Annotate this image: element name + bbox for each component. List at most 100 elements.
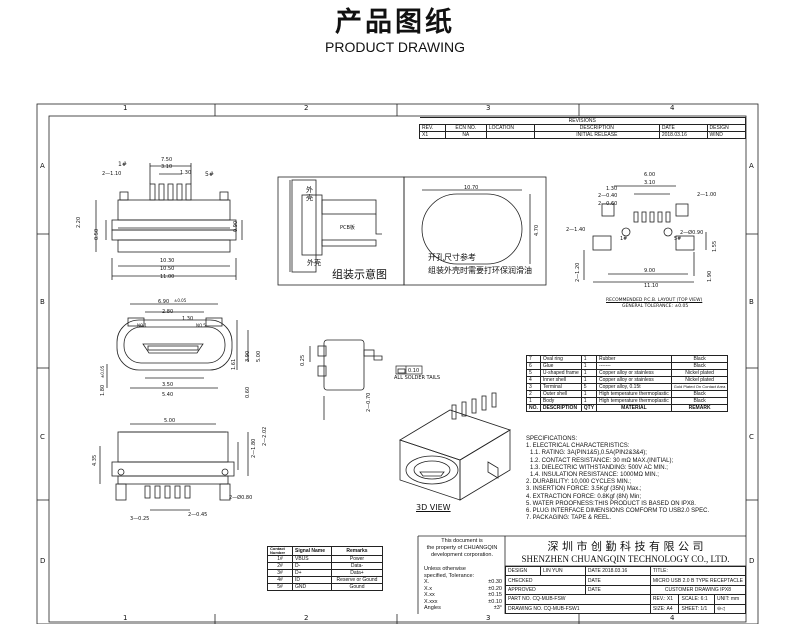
table-cell: Black (670, 362, 729, 370)
rev-header: LOCATION (485, 124, 535, 132)
table-cell: DRAWING NO. CQ-MUB-FSW1 (505, 603, 651, 615)
spec-line: 1.4. INSULATION RESISTANCE: 1000MΩ MIN.; (530, 472, 659, 479)
dim-label: ±0.05 (174, 298, 187, 303)
frame-row-label: B (40, 298, 45, 306)
frame-col-label: 4 (670, 104, 675, 112)
pin-table: Contact Number Signal Name Remarks 1#VBU… (267, 546, 384, 591)
spec-line: 4. EXTRACTION FORCE: 0.8Kgf (8N) Min; (526, 493, 642, 500)
dim-label: 1.55 (712, 240, 718, 252)
table-cell: 2 (526, 390, 541, 398)
frame-row-label: C (749, 433, 754, 441)
dim-label: 1# (118, 161, 127, 168)
rev-header: REV. (419, 124, 446, 132)
table-cell: 6 (526, 362, 541, 370)
spec-line: 1.1. RATING: 3A(PIN1&5),0.5A(PIN2&3&4); (530, 450, 647, 457)
table-row: X1 NA INITIAL RELEASE 2018.03.16 WIND (419, 131, 747, 139)
table-cell: 5# (267, 583, 293, 591)
spec-line: 1.3. DIELECTRIC WITHSTANDING: 500V AC MI… (530, 464, 668, 471)
table-cell: Black (670, 397, 729, 405)
slot-box (403, 176, 547, 286)
table-cell: DATE (584, 584, 651, 596)
table-cell: 1 (580, 355, 598, 363)
dim-label: 3.90 (245, 350, 251, 362)
table-row: Contact Number Signal Name Remarks (267, 546, 384, 556)
rev-header: DESCRIPTION (533, 124, 660, 132)
dim-label: 1.80 (100, 384, 106, 396)
assembly-label-shell2: 外壳 (307, 259, 321, 267)
table-cell: 1 (580, 397, 598, 405)
dim-label: 6.00 (644, 172, 656, 178)
table-cell: 1 (580, 362, 598, 370)
rev-cell: WIND (706, 131, 747, 139)
table-cell: PART NO. CQ-MUB-FSW (505, 594, 651, 605)
frame-col-label: 1 (123, 614, 128, 622)
dim-label: 2—Ø0.80 (229, 495, 253, 501)
front-view (106, 303, 249, 389)
projection-symbol-icon: ⊖◁ (713, 603, 747, 615)
top-view (95, 163, 243, 280)
title-block-notice: This document is the property of CHUANGQ… (426, 538, 498, 558)
rev-cell: 2018.03.16 (658, 131, 708, 139)
dim-label: 0.25 (300, 354, 306, 366)
frame-col-label: 2 (304, 104, 309, 112)
table-cell: Data- (330, 562, 384, 570)
table-cell: 3 (526, 383, 541, 391)
slot-outline (421, 193, 523, 265)
table-cell: Nickel plated (670, 369, 729, 377)
table-cell: 5 (526, 369, 541, 377)
revisions-caption: REVISIONS (419, 117, 746, 125)
table-cell: Remarks (330, 546, 384, 556)
table-cell: 1 (580, 369, 598, 377)
table-cell: NO. (526, 404, 541, 412)
rev-header: ECN NO. (444, 124, 487, 132)
assembly-label-shell: 外壳 (306, 186, 313, 202)
dim-label: 1.30 (180, 170, 192, 176)
dim-label: 2.80 (162, 309, 174, 315)
table-cell: Gold Plated On Contact Area (670, 383, 729, 391)
table-cell: Rubber (596, 355, 672, 363)
assembly-label-pcb: PCB板 (340, 225, 355, 231)
frame-row-label: A (749, 162, 754, 170)
table-cell: QTY (580, 404, 598, 412)
table-cell: 2# (267, 562, 293, 570)
table-cell: Contact Number (267, 546, 293, 556)
dim-label: 2—2.02 (262, 426, 268, 446)
table-cell: Data+ (330, 569, 384, 577)
dim-label: NO.1 (137, 323, 147, 328)
dim-label: 2—0.40 (598, 193, 618, 199)
dim-label: 2.20 (76, 216, 82, 228)
table-cell: U-shaped frame (539, 369, 582, 377)
dim-label: 2—1.10 (102, 171, 122, 177)
page-title-cn: 产品图纸 (335, 7, 455, 38)
table-cell: LIN YUN (539, 565, 586, 577)
table-cell: Signal Name (292, 546, 332, 556)
table-row: CHECKED DATE MICRO USB 2.0 B TYPE RECEPT… (505, 575, 747, 586)
rev-header: DATE (658, 124, 708, 132)
table-cell: SCALE: 6:1 (678, 594, 715, 605)
frame-row-label: D (749, 557, 755, 565)
spec-line: 7. PACKAGING: TAPE & REEL. (526, 515, 612, 522)
table-cell: Inner shell (539, 376, 582, 384)
dim-label: 1.61 (231, 358, 237, 370)
table-row: REV. ECN NO. LOCATION DESCRIPTION DATE D… (419, 124, 747, 132)
table-row: APPROVED DATE CUSTOMER DRAWING IPX8 (505, 584, 747, 596)
table-cell: DESCRIPTION (539, 404, 582, 412)
spec-line: 1.2. CONTACT RESISTANCE: 30 mΩ MAX.(INIT… (530, 457, 674, 464)
dim-label: 5# (674, 236, 682, 242)
table-cell: Outer shell (539, 390, 582, 398)
dim-label: NO.5 (196, 323, 206, 328)
table-cell: Oval ring (539, 355, 582, 363)
table-cell: TITLE: (649, 565, 747, 577)
table-cell: Glue (539, 362, 582, 370)
spec-line: 3. INSERTION FORCE: 3.5Kgf (35N) Max.; (526, 486, 642, 493)
dim-label: 2—1.00 (697, 192, 717, 198)
dim-label: 0.10 (408, 368, 420, 374)
rev-cell: INITIAL RELEASE (533, 131, 660, 139)
dim-label: 11.00 (160, 274, 175, 280)
